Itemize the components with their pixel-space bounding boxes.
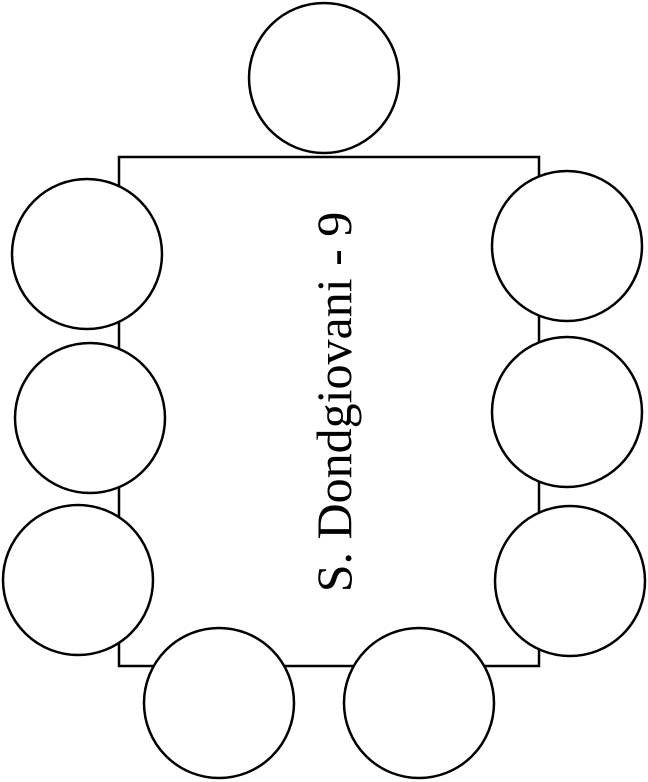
seat-bottom-2 bbox=[342, 626, 496, 780]
seat-left-2 bbox=[13, 341, 167, 495]
table bbox=[117, 155, 541, 668]
seat-head bbox=[247, 1, 401, 155]
seat-right-2 bbox=[490, 335, 644, 489]
seat-left-3 bbox=[1, 503, 155, 657]
seat-right-1 bbox=[490, 169, 644, 323]
seat-left-1 bbox=[10, 177, 164, 331]
seat-bottom-1 bbox=[142, 626, 296, 780]
table-label: S. Dondgiovani - 9 bbox=[306, 212, 362, 593]
seat-right-3 bbox=[493, 504, 647, 658]
